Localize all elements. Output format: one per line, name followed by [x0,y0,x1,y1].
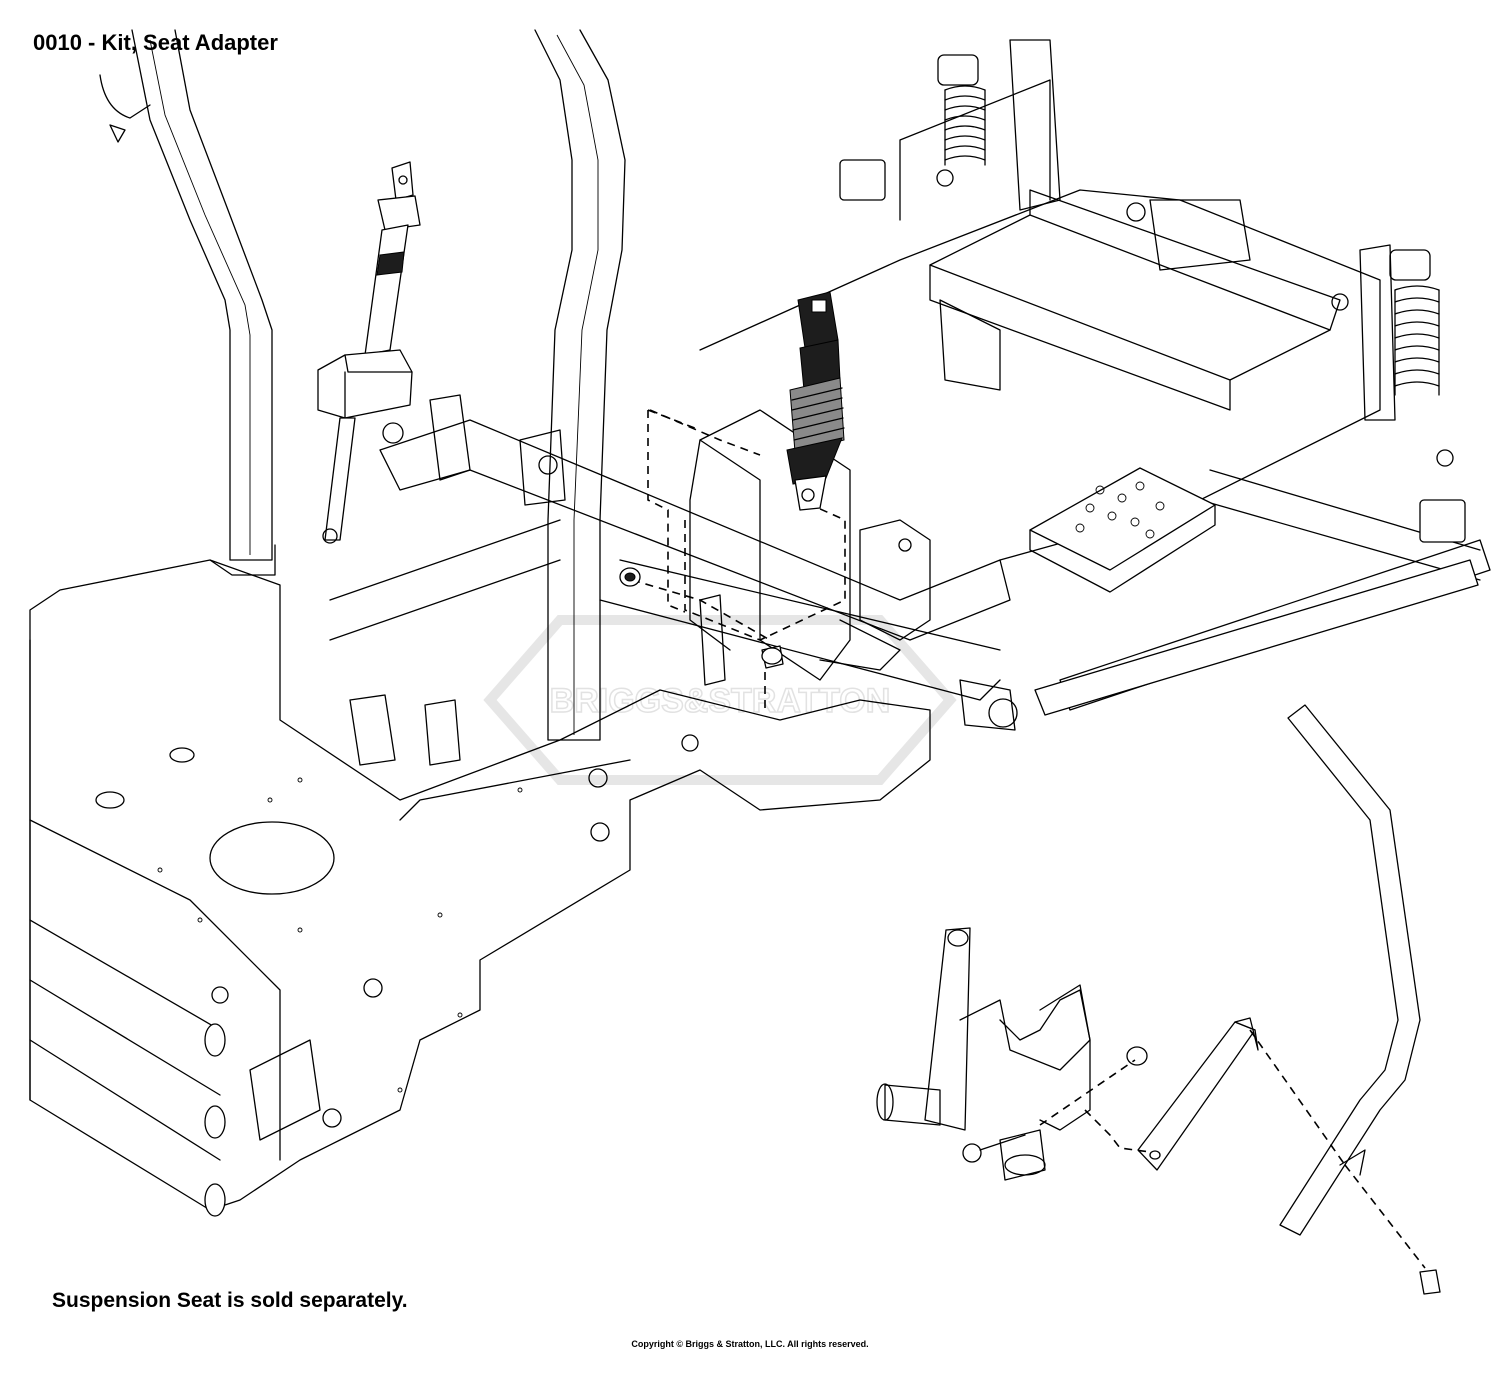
chassis-frame [29,559,931,1217]
pedal-mount-bracket [876,927,1091,1181]
adapter-bar [1137,1017,1259,1171]
watermark-text: BRIGGS&STRATTON [550,682,891,720]
cross-members [329,394,1011,701]
brand-watermark: BRIGGS&STRATTON [483,615,957,785]
page-title: 0010 - Kit, Seat Adapter [33,30,278,55]
seat-belt-buckle-icon [786,291,845,511]
pedal-arm [1279,704,1421,1236]
rear-mount-plate [1029,467,1216,593]
rops-left-upright [131,29,276,576]
shock-absorber-left [937,54,986,166]
flange-nut-right [1126,1046,1148,1066]
sold-separately-note: Suspension Seat is sold separately. [52,1289,408,1312]
seat-adapter-bracket [689,409,931,686]
rops-center-upright [534,29,626,741]
rear-frame [699,39,1491,711]
pedal-bolt [962,1134,1026,1163]
flange-nut-left [382,422,404,444]
copyright-notice: Copyright © Briggs & Stratton, LLC. All … [631,1339,869,1349]
shock-absorber-right [1389,249,1440,396]
long-bolt [1419,1269,1441,1295]
assembly-dashed-box [647,409,846,641]
shoulder-bolt [761,645,784,712]
seat-belt-retractor-icon [317,161,421,544]
tie-rod [959,559,1479,731]
flange-nut-center [619,567,641,587]
